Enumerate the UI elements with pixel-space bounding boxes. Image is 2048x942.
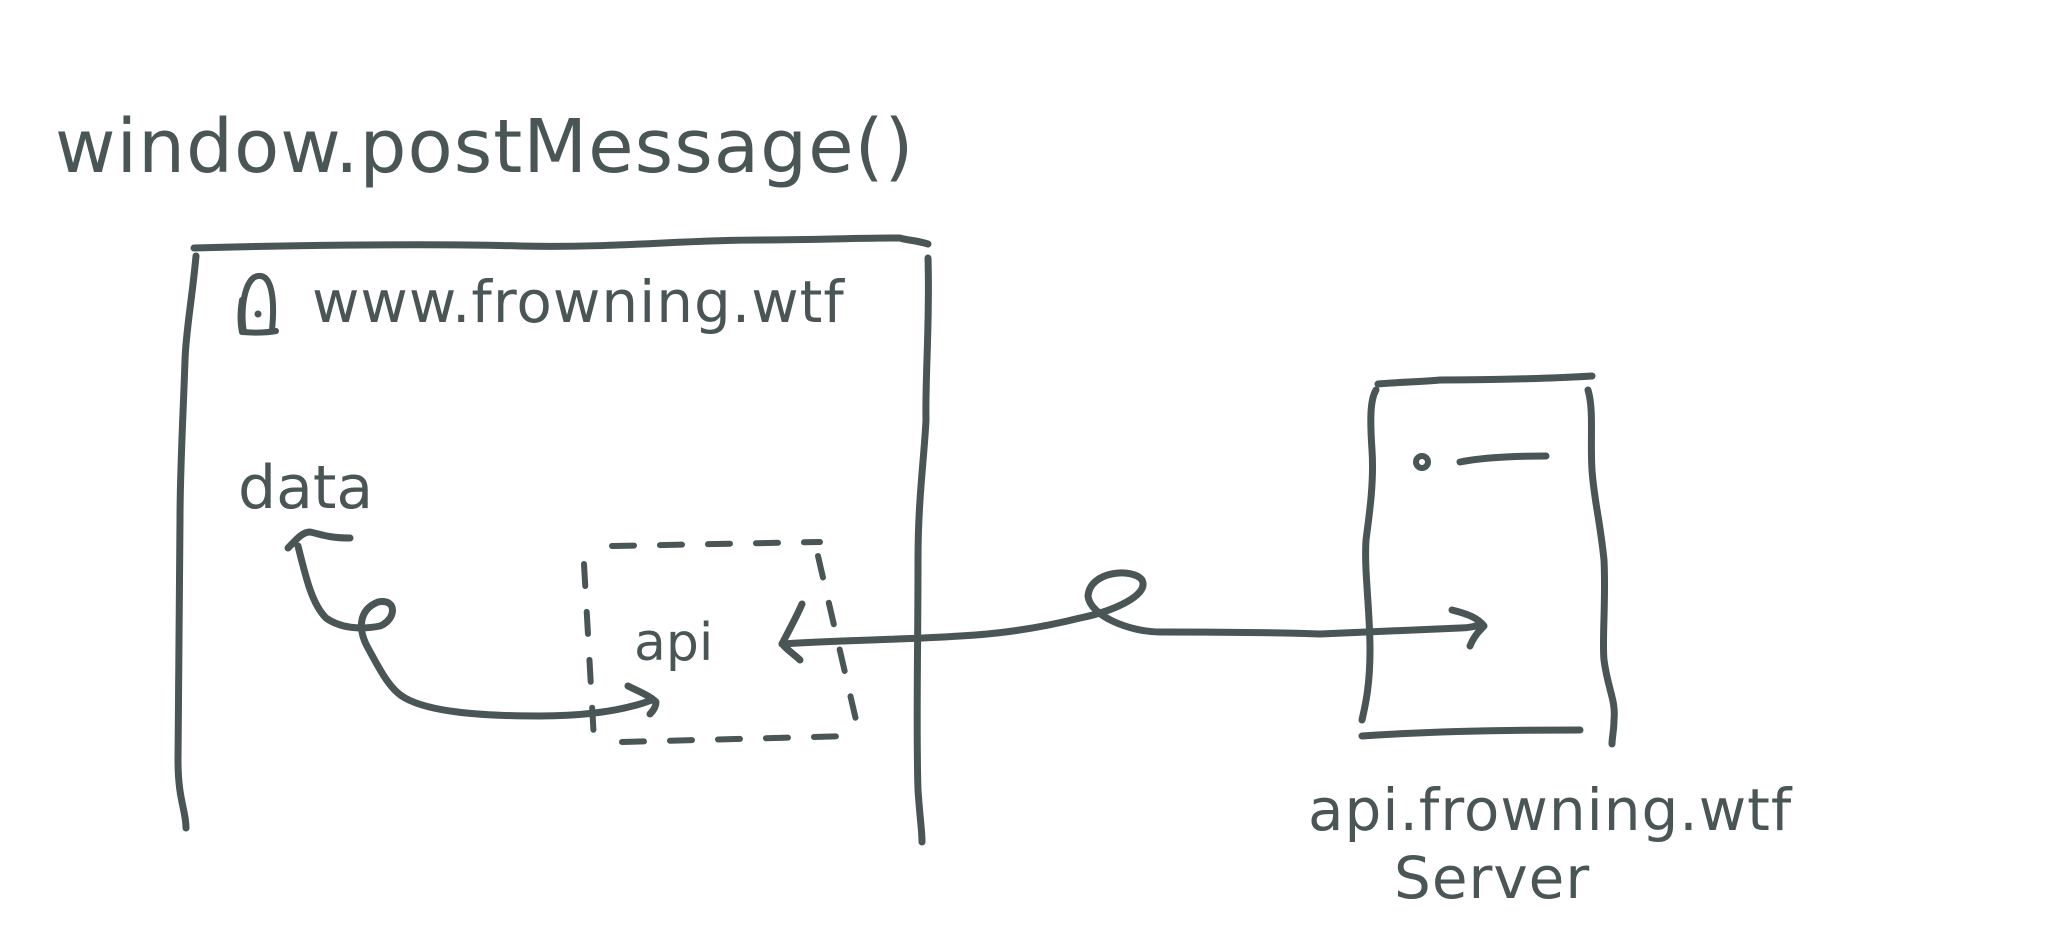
server-host-label: api.frowning.wtf — [1308, 776, 1793, 844]
connection-line — [778, 569, 1488, 664]
api-iframe-label: api — [634, 613, 713, 673]
api-iframe-box — [581, 539, 859, 745]
window-host-label: www.frowning.wtf — [312, 268, 845, 336]
data-label: data — [238, 453, 373, 523]
server-box — [1358, 372, 1618, 748]
postmessage-arrow — [284, 528, 660, 720]
diagram-title: window.postMessage() — [55, 104, 914, 190]
browser-window — [174, 234, 932, 846]
server-caption: Server — [1394, 844, 1590, 912]
lock-icon — [237, 273, 279, 336]
